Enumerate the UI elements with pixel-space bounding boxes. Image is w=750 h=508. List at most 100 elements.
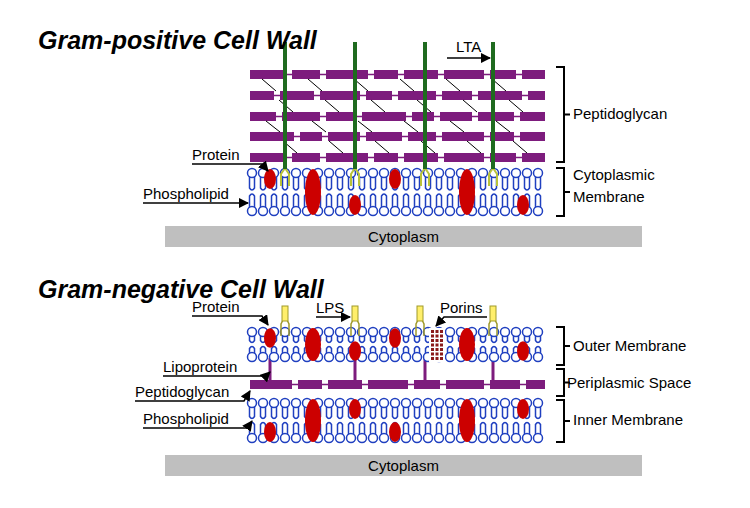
lipid-head — [424, 207, 433, 216]
lipid-head — [446, 207, 455, 216]
membrane-protein — [264, 422, 276, 442]
porin-subunit — [431, 357, 434, 360]
phospholipid-bilayer — [248, 328, 543, 362]
lipid-head — [512, 169, 521, 178]
lta-chain — [283, 42, 287, 169]
lipid-tail — [415, 407, 420, 419]
lipid-head — [435, 434, 444, 443]
lipid-head — [490, 399, 499, 408]
porin-subunit — [436, 348, 439, 351]
lipid-tail — [371, 194, 376, 207]
peptide-crosslink — [266, 121, 280, 132]
membrane-protein — [264, 328, 276, 348]
lipid-head — [259, 353, 268, 362]
lipid-head — [292, 169, 301, 178]
leader-arrow — [447, 57, 490, 59]
lipid-head — [534, 434, 543, 443]
lipid-head — [336, 328, 345, 337]
layer-label: Periplasmic Space — [567, 374, 691, 392]
lipid-head — [248, 399, 257, 408]
lipid-head — [534, 353, 543, 362]
lipid-head — [479, 169, 488, 178]
porin-subunit — [440, 357, 443, 360]
lipid-tail — [327, 177, 332, 190]
lipid-head — [292, 207, 301, 216]
lipid-tail — [349, 423, 354, 435]
lta-anchor — [421, 168, 429, 186]
lipid-head — [336, 399, 345, 408]
membrane-protein — [389, 169, 401, 189]
lipid-head — [270, 399, 279, 408]
membrane-protein — [459, 399, 475, 442]
lipid-tail — [338, 177, 343, 190]
peptidoglycan-segment — [326, 70, 368, 79]
lipid-head — [380, 328, 389, 337]
lipid-head — [534, 399, 543, 408]
lipoprotein — [269, 358, 272, 381]
peptide-crosslink — [262, 79, 276, 91]
lipid-tail — [371, 407, 376, 419]
peptidoglycan-segment — [478, 112, 514, 121]
lipid-head — [446, 399, 455, 408]
membrane-protein — [517, 399, 529, 419]
lps-chain — [352, 306, 358, 321]
lipid-head — [402, 328, 411, 337]
leader-arrow — [192, 316, 268, 325]
lipid-tail — [492, 423, 497, 435]
leader-arrow — [436, 317, 487, 326]
lipid-head — [501, 399, 510, 408]
membrane-protein — [459, 169, 475, 215]
cytoplasm-band: Cytoplasm — [165, 455, 642, 476]
phospholipid-bilayer — [248, 169, 543, 216]
peptidoglycan-segment — [440, 112, 472, 121]
layer-label: Outer Membrane — [573, 337, 686, 355]
lipid-head — [446, 169, 455, 178]
lipid-head — [248, 207, 257, 216]
lipid-head — [369, 169, 378, 178]
lta-chain — [353, 42, 357, 169]
lipid-head — [446, 353, 455, 362]
node-text: Cytoplasm — [368, 457, 439, 475]
lipid-tail — [283, 194, 288, 207]
lps-chain — [417, 306, 423, 321]
peptidoglycan-segment — [414, 380, 440, 389]
lta-group — [281, 42, 497, 186]
lipid-tail — [272, 407, 277, 419]
lipid-tail — [514, 177, 519, 190]
lipid-head — [501, 169, 510, 178]
lipid-head — [490, 353, 499, 362]
lipid-head — [523, 434, 532, 443]
lipid-head — [270, 207, 279, 216]
lipid-head — [402, 434, 411, 443]
peptidoglycan-segment — [522, 153, 545, 162]
peptidoglycan-segment — [298, 380, 322, 389]
lipid-head — [501, 353, 510, 362]
lipid-tail — [327, 194, 332, 207]
lipid-head — [501, 328, 510, 337]
peptide-crosslink — [450, 121, 464, 132]
lipid-head — [325, 207, 334, 216]
lipid-head — [292, 353, 301, 362]
lipid-head — [402, 169, 411, 178]
membrane-protein — [389, 422, 401, 442]
peptide-crosslink — [513, 141, 527, 153]
peptide-crosslink — [404, 121, 418, 132]
lipid-head — [248, 353, 257, 362]
lipid-tail — [503, 423, 508, 435]
lipid-head — [391, 207, 400, 216]
lipid-head — [281, 434, 290, 443]
peptidoglycan-segment — [366, 132, 402, 141]
porin-subunit — [436, 339, 439, 342]
lipid-tail — [492, 194, 497, 207]
layer-bracket — [556, 168, 570, 216]
porin-subunit — [440, 344, 443, 347]
lipid-tail — [536, 407, 541, 419]
layer-label: Cytoplasmic Membrane — [573, 164, 685, 208]
lipid-tail — [338, 194, 343, 207]
lps-tail — [281, 320, 289, 336]
lipid-tail — [437, 423, 442, 435]
lipid-head — [413, 328, 422, 337]
cytoplasm-band: Cytoplasm — [165, 226, 642, 247]
lipid-tail — [360, 177, 365, 190]
